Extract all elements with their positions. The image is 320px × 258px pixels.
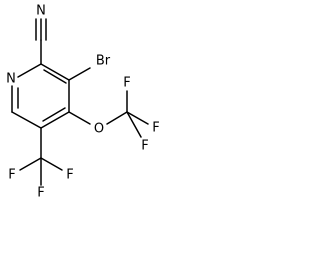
atom-label-f-otf-top: F	[123, 76, 130, 91]
bond-c2-c3	[40, 63, 70, 81]
atom-label-n-cyano: N	[36, 4, 46, 19]
bond-o-c	[106, 111, 128, 125]
atom-label-f-otf-bottom: F	[141, 139, 148, 154]
molecule-structure-diagram: N Br N O F F F F F F	[6, 4, 160, 201]
bond-n-c2	[17, 63, 42, 78]
bond-c2-c3-double	[43, 69, 67, 84]
bond-c4-c5-double	[42, 107, 66, 122]
bond-c5-c6	[11, 111, 42, 129]
bond-cf3-f-left	[19, 157, 42, 171]
pyridine-ring	[11, 63, 70, 129]
atom-labels: N Br N O F F F F F F	[6, 4, 160, 201]
bond-c4-o	[68, 111, 91, 125]
trifluoromethyl-group	[19, 127, 63, 186]
atom-label-f-cf3-left: F	[8, 168, 15, 183]
bond-c-f-bottom	[126, 111, 142, 138]
bond-c-f-right	[126, 111, 149, 125]
bond-c3-br	[68, 67, 91, 81]
cyano-group	[35, 18, 47, 65]
atom-label-br: Br	[96, 54, 111, 69]
bond-c4-c5	[40, 111, 70, 129]
atom-label-f-otf-right: F	[152, 121, 159, 136]
atom-label-f-cf3-bottom: F	[37, 186, 44, 201]
atom-label-f-cf3-right: F	[66, 168, 73, 183]
bond-cf3-f-right	[40, 157, 63, 171]
trifluoromethoxy-group	[68, 90, 149, 138]
atom-label-n-ring: N	[6, 72, 16, 87]
atom-label-o: O	[94, 122, 104, 137]
